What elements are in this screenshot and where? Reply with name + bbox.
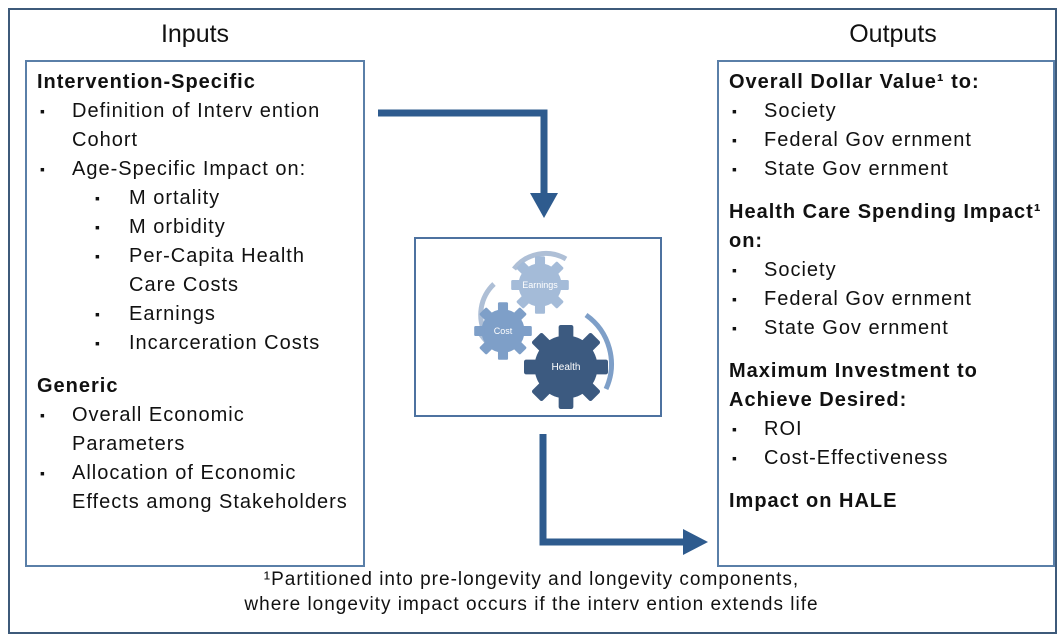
list-item: Allocation of Economic Effects among Sta… xyxy=(37,459,353,517)
outputs-title: Outputs xyxy=(849,20,937,48)
generic-heading: Generic xyxy=(37,375,119,397)
list-item: Earnings xyxy=(37,300,353,329)
cost-gear-label: Cost xyxy=(494,326,513,336)
gears-illustration: Earnings Cost Health xyxy=(474,250,614,409)
model-gears-box: Earnings Cost Health xyxy=(414,237,662,417)
outputs-box: Overall Dollar Value¹ to: Society Federa… xyxy=(717,60,1055,567)
footnote: ¹Partitioned into pre-longevity and long… xyxy=(0,567,1063,617)
intervention-specific-list: Definition of Interv ention Cohort Age-S… xyxy=(37,97,353,358)
max-investment-list: ROI Cost-Effectiveness xyxy=(729,415,1045,473)
inputs-title: Inputs xyxy=(160,20,230,48)
list-item: Overall Economic Parameters xyxy=(37,401,353,459)
earnings-gear-label: Earnings xyxy=(522,280,558,290)
footnote-line-1: ¹Partitioned into pre-longevity and long… xyxy=(263,569,800,590)
max-investment-heading: Maximum Investment to Achieve Desired: xyxy=(729,360,978,411)
footnote-line-2: where longevity impact occurs if the int… xyxy=(244,594,819,615)
list-item: M ortality xyxy=(37,184,353,213)
hale-heading: Impact on HALE xyxy=(729,490,898,512)
list-item: Incarceration Costs xyxy=(37,329,353,358)
intervention-specific-heading: Intervention-Specific xyxy=(37,71,256,93)
list-item: Federal Gov ernment xyxy=(729,285,1045,314)
list-item: Society xyxy=(729,256,1045,285)
list-item: Age-Specific Impact on: xyxy=(37,155,353,184)
health-spending-heading: Health Care Spending Impact¹ on: xyxy=(729,201,1042,252)
list-item: Cost-Effectiveness xyxy=(729,444,1045,473)
dollar-value-list: Society Federal Gov ernment State Gov er… xyxy=(729,97,1045,184)
generic-list: Overall Economic Parameters Allocation o… xyxy=(37,401,353,517)
list-item: State Gov ernment xyxy=(729,155,1045,184)
list-item: Federal Gov ernment xyxy=(729,126,1045,155)
list-item: Society xyxy=(729,97,1045,126)
list-item: ROI xyxy=(729,415,1045,444)
motion-arc-top xyxy=(512,250,568,271)
inputs-box: Intervention-Specific Definition of Inte… xyxy=(25,60,365,567)
list-item: State Gov ernment xyxy=(729,314,1045,343)
motion-arc-right xyxy=(584,312,614,391)
health-gear-label: Health xyxy=(552,362,581,373)
health-spending-list: Society Federal Gov ernment State Gov er… xyxy=(729,256,1045,343)
list-item: Definition of Interv ention Cohort xyxy=(37,97,353,155)
list-item: Per-Capita Health Care Costs xyxy=(37,242,353,300)
dollar-value-heading: Overall Dollar Value¹ to: xyxy=(729,71,980,93)
list-item: M orbidity xyxy=(37,213,353,242)
